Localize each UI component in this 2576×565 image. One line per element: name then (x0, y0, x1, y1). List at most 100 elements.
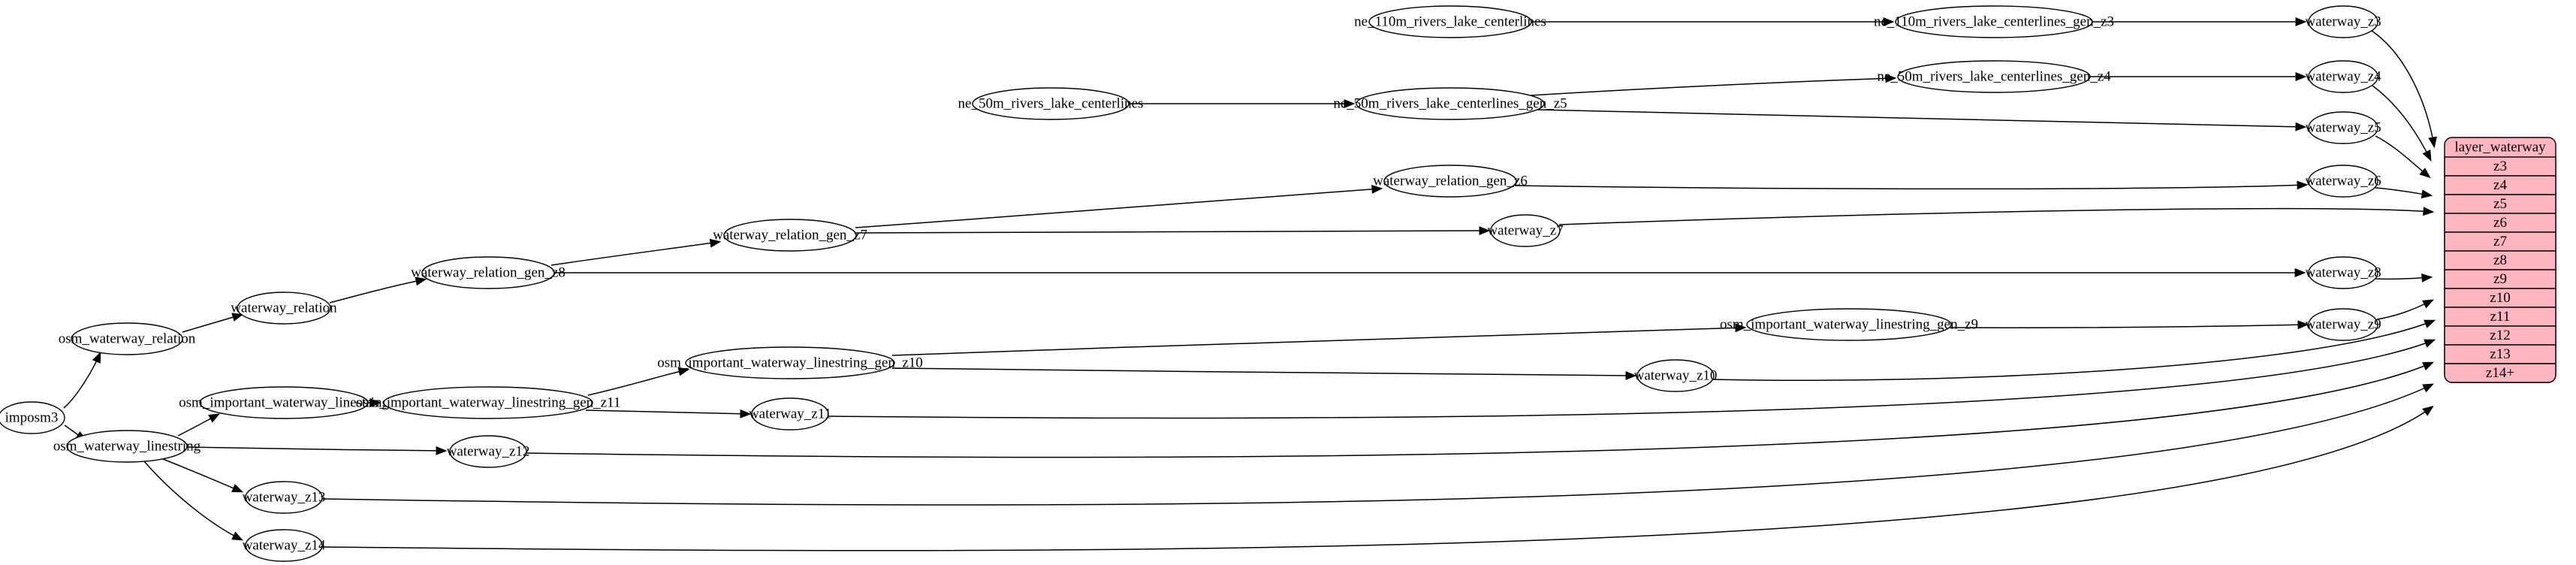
edge (321, 406, 2434, 551)
node-ellipse[interactable] (2308, 111, 2378, 144)
node-ellipse[interactable] (2308, 308, 2378, 341)
table-cell[interactable] (2444, 307, 2556, 327)
table-cell[interactable] (2444, 363, 2556, 383)
graph-node-waterway_z5[interactable]: waterway_z5 (2305, 111, 2381, 144)
graph-node-imposm3[interactable]: imposm3 (0, 401, 65, 434)
table-cell[interactable] (2444, 194, 2556, 214)
graph-node-waterway_z10[interactable]: waterway_z10 (1634, 359, 1718, 392)
edge (1537, 109, 2307, 131)
table-row-z13[interactable]: z13 (2444, 344, 2556, 364)
edge (2092, 17, 2307, 26)
table-cell[interactable] (2444, 288, 2556, 308)
table-cell[interactable] (2444, 344, 2556, 364)
table-row-z5[interactable]: z5 (2444, 194, 2556, 214)
edge (855, 226, 1491, 235)
edge-path (1947, 324, 2307, 328)
node-ellipse[interactable] (751, 397, 829, 431)
graph-node-waterway_z11[interactable]: waterway_z11 (749, 397, 831, 431)
node-ellipse[interactable] (2308, 60, 2378, 93)
table-cell[interactable] (2444, 156, 2556, 177)
node-ellipse[interactable] (245, 481, 323, 514)
node-ellipse[interactable] (245, 529, 323, 562)
edge-arrowhead (2419, 168, 2431, 179)
node-ellipse[interactable] (1746, 308, 1952, 341)
table-row-z3[interactable]: z3 (2444, 156, 2556, 177)
table-cell[interactable] (2444, 175, 2556, 195)
graph-node-waterway_z7[interactable]: waterway_z7 (1487, 214, 1564, 247)
graph-node-waterway_z8[interactable]: waterway_z8 (2305, 256, 2381, 289)
node-ellipse[interactable] (723, 219, 857, 252)
graph-node-waterway_relation_gen_z8[interactable]: waterway_relation_gen_z8 (411, 256, 566, 289)
node-ellipse[interactable] (2308, 5, 2378, 38)
graph-node-ne_50m_rivers_lake_centerlines_gen_z5[interactable]: ne_50m_rivers_lake_centerlines_gen_z5 (1333, 87, 1567, 120)
edges-layer (63, 17, 2437, 551)
graph-node-osm_important_waterway_linestring_gen_z9[interactable]: osm_important_waterway_linestring_gen_z9 (1720, 308, 1978, 341)
node-ellipse[interactable] (685, 346, 895, 379)
graph-node-waterway_relation_gen_z7[interactable]: waterway_relation_gen_z7 (713, 219, 867, 252)
node-ellipse[interactable] (972, 87, 1130, 120)
node-ellipse[interactable] (1895, 5, 2093, 38)
node-ellipse[interactable] (2308, 256, 2378, 289)
node-ellipse[interactable] (2308, 165, 2378, 198)
table-row-z8[interactable]: z8 (2444, 250, 2556, 270)
table-row-z14plus[interactable]: z14+ (2444, 363, 2556, 383)
graph-node-waterway_z14[interactable]: waterway_z14 (243, 529, 326, 562)
edge (1531, 17, 1895, 26)
graph-node-waterway_z3[interactable]: waterway_z3 (2305, 5, 2381, 38)
table-cell[interactable] (2444, 231, 2556, 252)
graph-node-osm_important_waterway_linestring_gen_z11[interactable]: osm_important_waterway_linestring_gen_z1… (356, 386, 621, 419)
edge (63, 351, 101, 409)
edge (1514, 180, 2309, 190)
graph-node-ne_110m_rivers_lake_centerlines_gen_z3[interactable]: ne_110m_rivers_lake_centerlines_gen_z3 (1874, 5, 2114, 38)
graph-node-waterway_z9[interactable]: waterway_z9 (2305, 308, 2381, 341)
table-cell[interactable] (2444, 213, 2556, 233)
node-ellipse[interactable] (1490, 214, 1561, 247)
graph-node-ne_110m_rivers_lake_centerlines[interactable]: ne_110m_rivers_lake_centerlines (1354, 5, 1546, 38)
edge (891, 367, 1637, 380)
layer-waterway-table: layer_waterwayz3z4z5z6z7z8z9z10z11z12z13… (2444, 137, 2556, 383)
graph-node-osm_important_waterway_linestring[interactable]: osm_important_waterway_linestring (179, 386, 389, 419)
table-row-z9[interactable]: z9 (2444, 269, 2556, 289)
edge-path (855, 188, 1381, 228)
edge (2372, 85, 2432, 162)
node-ellipse[interactable] (421, 256, 555, 289)
node-ellipse[interactable] (1368, 5, 1532, 38)
edge-path (1558, 207, 2433, 225)
graph-node-waterway_relation_gen_z6[interactable]: waterway_relation_gen_z6 (1373, 165, 1528, 198)
node-ellipse[interactable] (1636, 359, 1715, 392)
node-ellipse[interactable] (199, 386, 369, 419)
graph-node-waterway_relation[interactable]: waterway_relation (231, 292, 337, 325)
graph-node-waterway_z12[interactable]: waterway_z12 (447, 435, 530, 468)
table-row-z6[interactable]: z6 (2444, 213, 2556, 233)
table-cell[interactable] (2444, 269, 2556, 289)
table-cell[interactable] (2444, 325, 2556, 346)
table-row-z7[interactable]: z7 (2444, 231, 2556, 252)
node-ellipse[interactable] (237, 292, 331, 325)
node-ellipse[interactable] (0, 401, 65, 434)
edge-arrowhead (1479, 226, 1491, 235)
table-row-z10[interactable]: z10 (2444, 288, 2556, 308)
edge-arrowhead (2423, 207, 2435, 216)
table-row-z4[interactable]: z4 (2444, 175, 2556, 195)
graph-node-ne_50m_rivers_lake_centerlines[interactable]: ne_50m_rivers_lake_centerlines (958, 87, 1144, 120)
table-cell[interactable] (2444, 250, 2556, 270)
graph-node-waterway_z6[interactable]: waterway_z6 (2305, 165, 2381, 198)
node-ellipse[interactable] (383, 386, 593, 419)
graph-node-waterway_z4[interactable]: waterway_z4 (2305, 60, 2381, 93)
table-row-z11[interactable]: z11 (2444, 307, 2556, 327)
edge (855, 184, 1383, 228)
graph-node-osm_waterway_relation[interactable]: osm_waterway_relation (59, 322, 196, 355)
edge-arrowhead (2421, 273, 2433, 282)
graph-node-ne_50m_rivers_lake_centerlines_gen_z4[interactable]: ne_50m_rivers_lake_centerlines_gen_z4 (1877, 60, 2111, 93)
node-ellipse[interactable] (1356, 87, 1545, 120)
node-ellipse[interactable] (1383, 165, 1517, 198)
node-ellipse[interactable] (449, 435, 527, 468)
node-ellipse[interactable] (71, 322, 183, 355)
edge (587, 367, 690, 396)
node-ellipse[interactable] (1897, 60, 2091, 93)
table-row-z12[interactable]: z12 (2444, 325, 2556, 346)
edge-path (321, 406, 2433, 551)
node-ellipse[interactable] (66, 430, 188, 463)
graph-node-waterway_z13[interactable]: waterway_z13 (243, 481, 326, 514)
graph-node-osm_important_waterway_linestring_gen_z10[interactable]: osm_important_waterway_linestring_gen_z1… (657, 346, 923, 379)
